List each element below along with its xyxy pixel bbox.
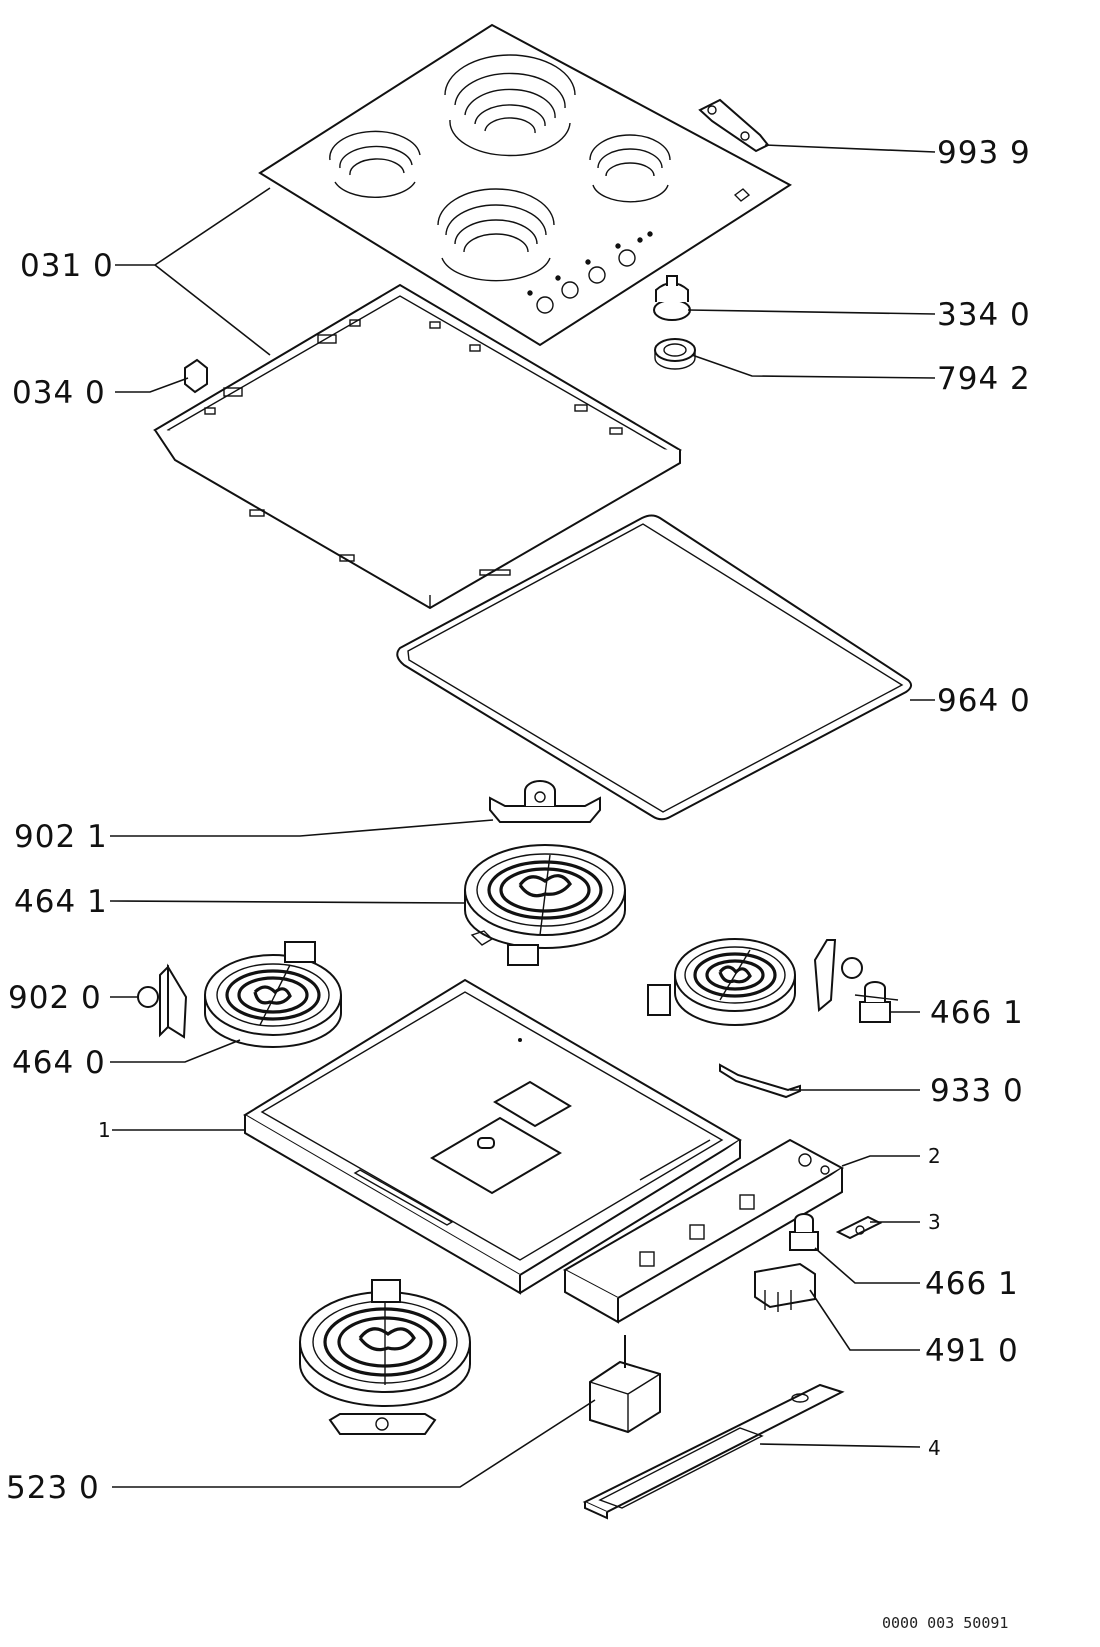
thermostat-466-1-upper [854,981,899,1023]
callout-466-1-lower: 466 1 [925,1266,1019,1302]
callout-3: 3 [928,1210,941,1234]
cover-strip-4 [582,1383,845,1520]
terminal-block-491-0 [754,1262,816,1312]
callout-1: 1 [98,1118,111,1142]
bracket-902-0 [137,963,188,1039]
callout-964-0: 964 0 [937,683,1031,719]
callout-794-2: 794 2 [937,361,1031,397]
callout-2: 2 [928,1144,941,1168]
callout-334-0: 334 0 [937,297,1031,333]
callout-993-9: 993 9 [937,135,1031,171]
clip-034-0 [184,358,208,394]
glass-ceramic-top [258,23,792,347]
callout-491-0: 491 0 [925,1333,1019,1369]
callout-902-1: 902 1 [14,819,108,855]
callout-523-0: 523 0 [6,1470,100,1506]
heater-464-1 [464,844,626,966]
clip-933-0 [719,1063,801,1099]
callout-466-1-upper: 466 1 [930,995,1024,1031]
hob-frame [153,283,682,610]
heater-464-0 [204,941,342,1048]
thermostat-466-1-lower [789,1213,819,1251]
control-rail-2 [562,1138,845,1324]
knob-334-0 [653,275,691,321]
base-tray-1 [243,978,742,1295]
callout-464-0: 464 0 [12,1045,106,1081]
callout-031-0: 031 0 [20,248,114,284]
heater-right [647,938,863,1026]
callout-labels: 993 9 031 0 334 0 034 0 794 2 964 0 902 … [6,135,1031,1632]
heater-bottom [299,1279,471,1435]
callout-4: 4 [928,1436,941,1460]
reference-code: 0000 003 50091 [882,1614,1008,1632]
seal-ring-794-2 [654,338,696,370]
bracket-902-1 [489,780,601,823]
regulator-523-0 [589,1335,661,1434]
callout-034-0: 034 0 [12,375,106,411]
gasket-964-0 [396,514,912,821]
leader-lines [109,144,936,1488]
callout-464-1: 464 1 [14,884,108,920]
callout-902-0: 902 0 [8,980,102,1016]
clip-part-3 [835,1215,883,1240]
callout-933-0: 933 0 [930,1073,1024,1109]
